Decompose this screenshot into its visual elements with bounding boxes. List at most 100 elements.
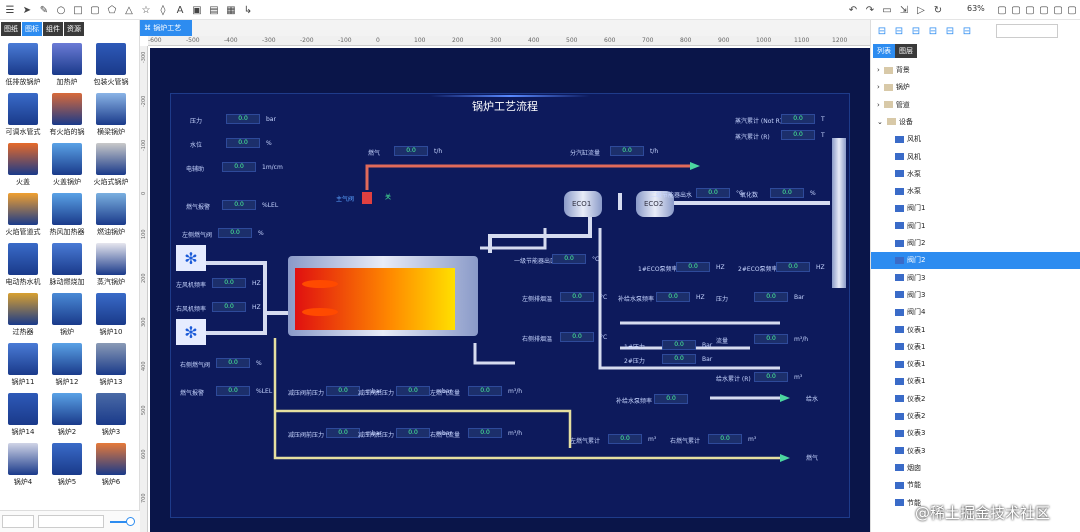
chevron-icon[interactable]: › [877,66,880,74]
line-icon[interactable]: ↳ [243,4,253,16]
layer-item[interactable]: 风机 [871,149,1080,166]
chevron-icon[interactable]: › [877,100,880,109]
grid-icon[interactable]: ▢ [1011,4,1021,16]
component-item[interactable]: 电动热水机 [1,243,45,291]
table-icon[interactable]: ▦ [226,4,236,16]
align-top-icon[interactable]: ⊟ [928,25,938,37]
layer-item[interactable]: ⌄设备 [871,114,1080,131]
play-icon[interactable]: ▷ [917,4,925,16]
component-item[interactable]: 锅炉13 [89,343,133,391]
slider-handle[interactable] [126,517,135,526]
export-icon[interactable]: ⇲ [899,4,909,16]
image-icon[interactable]: ▣ [192,4,202,16]
layer-item[interactable]: 仪表2 [871,391,1080,408]
pen-icon[interactable]: ✎ [39,4,49,16]
redo-icon[interactable]: ↷ [865,4,875,16]
zoom-level[interactable]: 63% [967,4,985,13]
component-item[interactable]: 加热炉 [45,43,89,91]
component-item[interactable]: 锅炉12 [45,343,89,391]
layer-item[interactable]: 风机 [871,131,1080,148]
component-item[interactable]: 锅炉4 [1,443,45,491]
barcode-icon[interactable]: ▤ [209,4,219,16]
layer-item[interactable]: 节能 [871,495,1080,512]
component-item[interactable]: 脉动燃烧加 [45,243,89,291]
component-item[interactable]: 蒸汽锅炉 [89,243,133,291]
align-bottom-icon[interactable]: ⊟ [962,25,972,37]
property-input[interactable] [996,24,1058,38]
component-item[interactable]: 燃油锅炉 [89,193,133,241]
component-item[interactable]: 锅炉6 [89,443,133,491]
layer-item[interactable]: 仪表1 [871,322,1080,339]
component-item[interactable]: 锅炉10 [89,293,133,341]
undo-icon[interactable]: ↶ [848,4,858,16]
layer-item[interactable]: 仪表3 [871,425,1080,442]
save-icon[interactable]: ▭ [882,4,892,16]
component-item[interactable]: 火盖锅炉 [45,143,89,191]
component-item[interactable]: 低排放锅炉 [1,43,45,91]
component-item[interactable]: 火焰式锅炉 [89,143,133,191]
component-item[interactable]: 热风加热器 [45,193,89,241]
layer-item[interactable]: 阀门2 [871,252,1080,270]
layer-item[interactable]: 仪表1 [871,356,1080,373]
layer-tab-1[interactable]: 图层 [895,44,917,58]
square-icon[interactable]: □ [73,4,83,16]
layer-item[interactable]: 阀门3 [871,287,1080,304]
refresh-icon[interactable]: ↻ [933,4,943,16]
layer-item[interactable]: 水泵 [871,183,1080,200]
process-diagram-canvas[interactable]: 锅炉工艺流程 ✻ ✻ [150,48,870,532]
layer-tab-0[interactable]: 列表 [873,44,895,58]
component-item[interactable]: 锅炉14 [1,393,45,441]
layer-item[interactable]: 阀门1 [871,200,1080,217]
library-tab-0[interactable]: 图纸 [1,22,21,36]
component-item[interactable]: 锅炉2 [45,393,89,441]
layer-item[interactable]: ›背景 [871,62,1080,79]
layer-item[interactable]: 仪表1 [871,339,1080,356]
library-tab-1[interactable]: 图标 [22,22,42,36]
component-item[interactable]: 锅炉11 [1,343,45,391]
component-item[interactable]: 可调水管式 [1,93,45,141]
size-slider[interactable] [110,521,132,523]
layer-item[interactable]: 阀门4 [871,304,1080,321]
page-size-input[interactable] [2,515,34,528]
tab-boiler-process[interactable]: ⌘ 锅炉工艺 [140,20,192,36]
rounded-rect-icon[interactable]: ▢ [90,4,100,16]
layer-item[interactable]: ›锅炉 [871,79,1080,96]
chevron-icon[interactable]: › [877,83,880,92]
expand-icon[interactable]: ▢ [1067,4,1077,16]
select-icon[interactable]: ➤ [22,4,32,16]
text-icon[interactable]: A [176,4,184,16]
pentagon-icon[interactable]: ⬠ [107,4,117,16]
fullscreen-icon[interactable]: ▢ [1025,4,1035,16]
align-left-icon[interactable]: ⊟ [877,25,887,37]
circle-icon[interactable]: ○ [56,4,66,16]
layer-item[interactable]: 阀门3 [871,270,1080,287]
component-item[interactable]: 有火焰的锅 [45,93,89,141]
star-icon[interactable]: ☆ [141,4,151,16]
settings-icon[interactable]: ▢ [1039,4,1049,16]
library-tab-2[interactable]: 组件 [43,22,63,36]
layer-item[interactable]: 烟囱 [871,460,1080,477]
layer-item[interactable]: 节能 [871,477,1080,494]
layer-item[interactable]: 仪表1 [871,373,1080,390]
layer-item[interactable]: ›管道 [871,97,1080,114]
layer-item[interactable]: 水泵 [871,166,1080,183]
component-item[interactable]: 横梁锅炉 [89,93,133,141]
align-center-icon[interactable]: ⊟ [894,25,904,37]
component-item[interactable]: 火焰管道式 [1,193,45,241]
component-item[interactable]: 火盖 [1,143,45,191]
chevron-icon[interactable]: ⌄ [877,117,883,126]
align-right-icon[interactable]: ⊟ [911,25,921,37]
triangle-icon[interactable]: △ [125,4,133,16]
layer-item[interactable]: 仪表3 [871,443,1080,460]
layer-item[interactable]: 阀门2 [871,235,1080,252]
align-middle-icon[interactable]: ⊟ [945,25,955,37]
component-item[interactable]: 锅炉3 [89,393,133,441]
search-input[interactable] [38,515,104,528]
component-item[interactable]: 锅炉 [45,293,89,341]
menu-icon[interactable]: ☰ [5,4,15,16]
component-item[interactable]: 包装火管锅 [89,43,133,91]
paint-icon[interactable]: ◊ [160,4,166,16]
layer-item[interactable]: 阀门1 [871,218,1080,235]
copy-icon[interactable]: ▢ [1053,4,1063,16]
component-item[interactable]: 过热器 [1,293,45,341]
